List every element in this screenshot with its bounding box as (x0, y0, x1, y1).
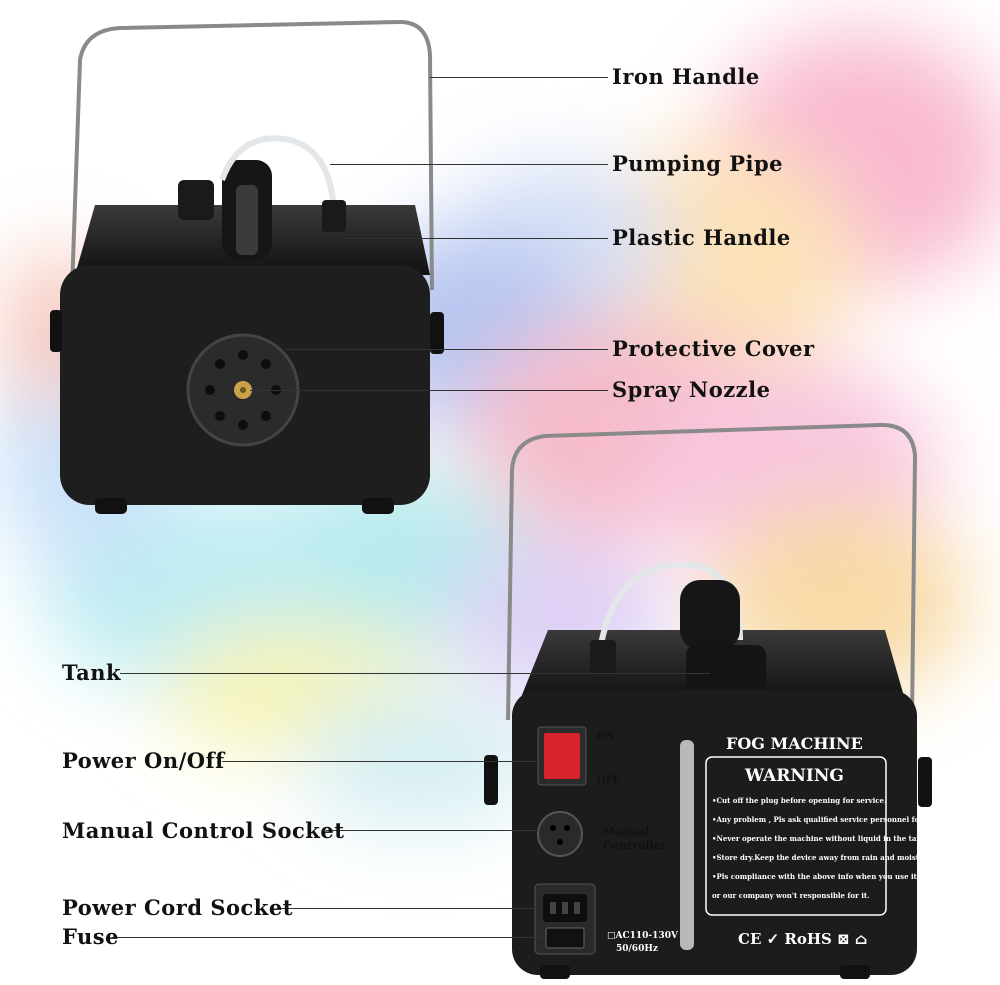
warning-line: •Never operate the machine without liqui… (712, 834, 929, 843)
manual-text: Manual (603, 825, 650, 838)
leader-tank (120, 673, 710, 674)
leader-power-cord (280, 908, 538, 909)
label-iron-handle: Iron Handle (612, 64, 760, 89)
frequency-text: 50/60Hz (616, 944, 658, 954)
leader-iron-handle (430, 77, 608, 78)
warning-title: WARNING (745, 766, 844, 786)
certification-marks: CE ✓ RoHS ⊠ ⌂ (738, 930, 868, 948)
label-fuse: Fuse (62, 924, 119, 949)
warning-line: •Pls compliance with the above info when… (712, 872, 922, 881)
warning-line: or our company won't responsible for it. (712, 891, 870, 900)
label-power-cord-socket: Power Cord Socket (62, 895, 293, 920)
controller-text: Controller (603, 839, 667, 852)
leader-spray-nozzle (250, 390, 608, 391)
switch-on-text: ON (597, 731, 615, 742)
label-pumping-pipe: Pumping Pipe (612, 151, 784, 176)
warning-line: •Cut off the plug before opening for ser… (712, 796, 887, 805)
fog-machine-title: FOG MACHINE (726, 734, 863, 753)
label-plastic-handle: Plastic Handle (612, 225, 791, 250)
warning-line: •Any problem , Pls ask qualified service… (712, 815, 952, 824)
label-spray-nozzle: Spray Nozzle (612, 377, 771, 402)
fog-machine-front-illustration (50, 19, 444, 514)
leader-fuse (112, 937, 546, 938)
label-manual-control-socket: Manual Control Socket (62, 818, 345, 843)
warning-line: •Store dry.Keep the device away from rai… (712, 853, 935, 862)
leader-manual-control (326, 830, 538, 831)
label-tank: Tank (62, 660, 122, 685)
fog-machine-rear-illustration (484, 422, 932, 979)
leader-power (222, 761, 538, 762)
leader-protective-cover (285, 349, 608, 350)
leader-plastic-handle (345, 238, 608, 239)
label-protective-cover: Protective Cover (612, 336, 815, 361)
label-power-on-off: Power On/Off (62, 748, 225, 773)
voltage-text: □AC110-130V (607, 931, 678, 941)
leader-pumping-pipe (330, 164, 608, 165)
switch-off-text: OFF (597, 775, 620, 786)
